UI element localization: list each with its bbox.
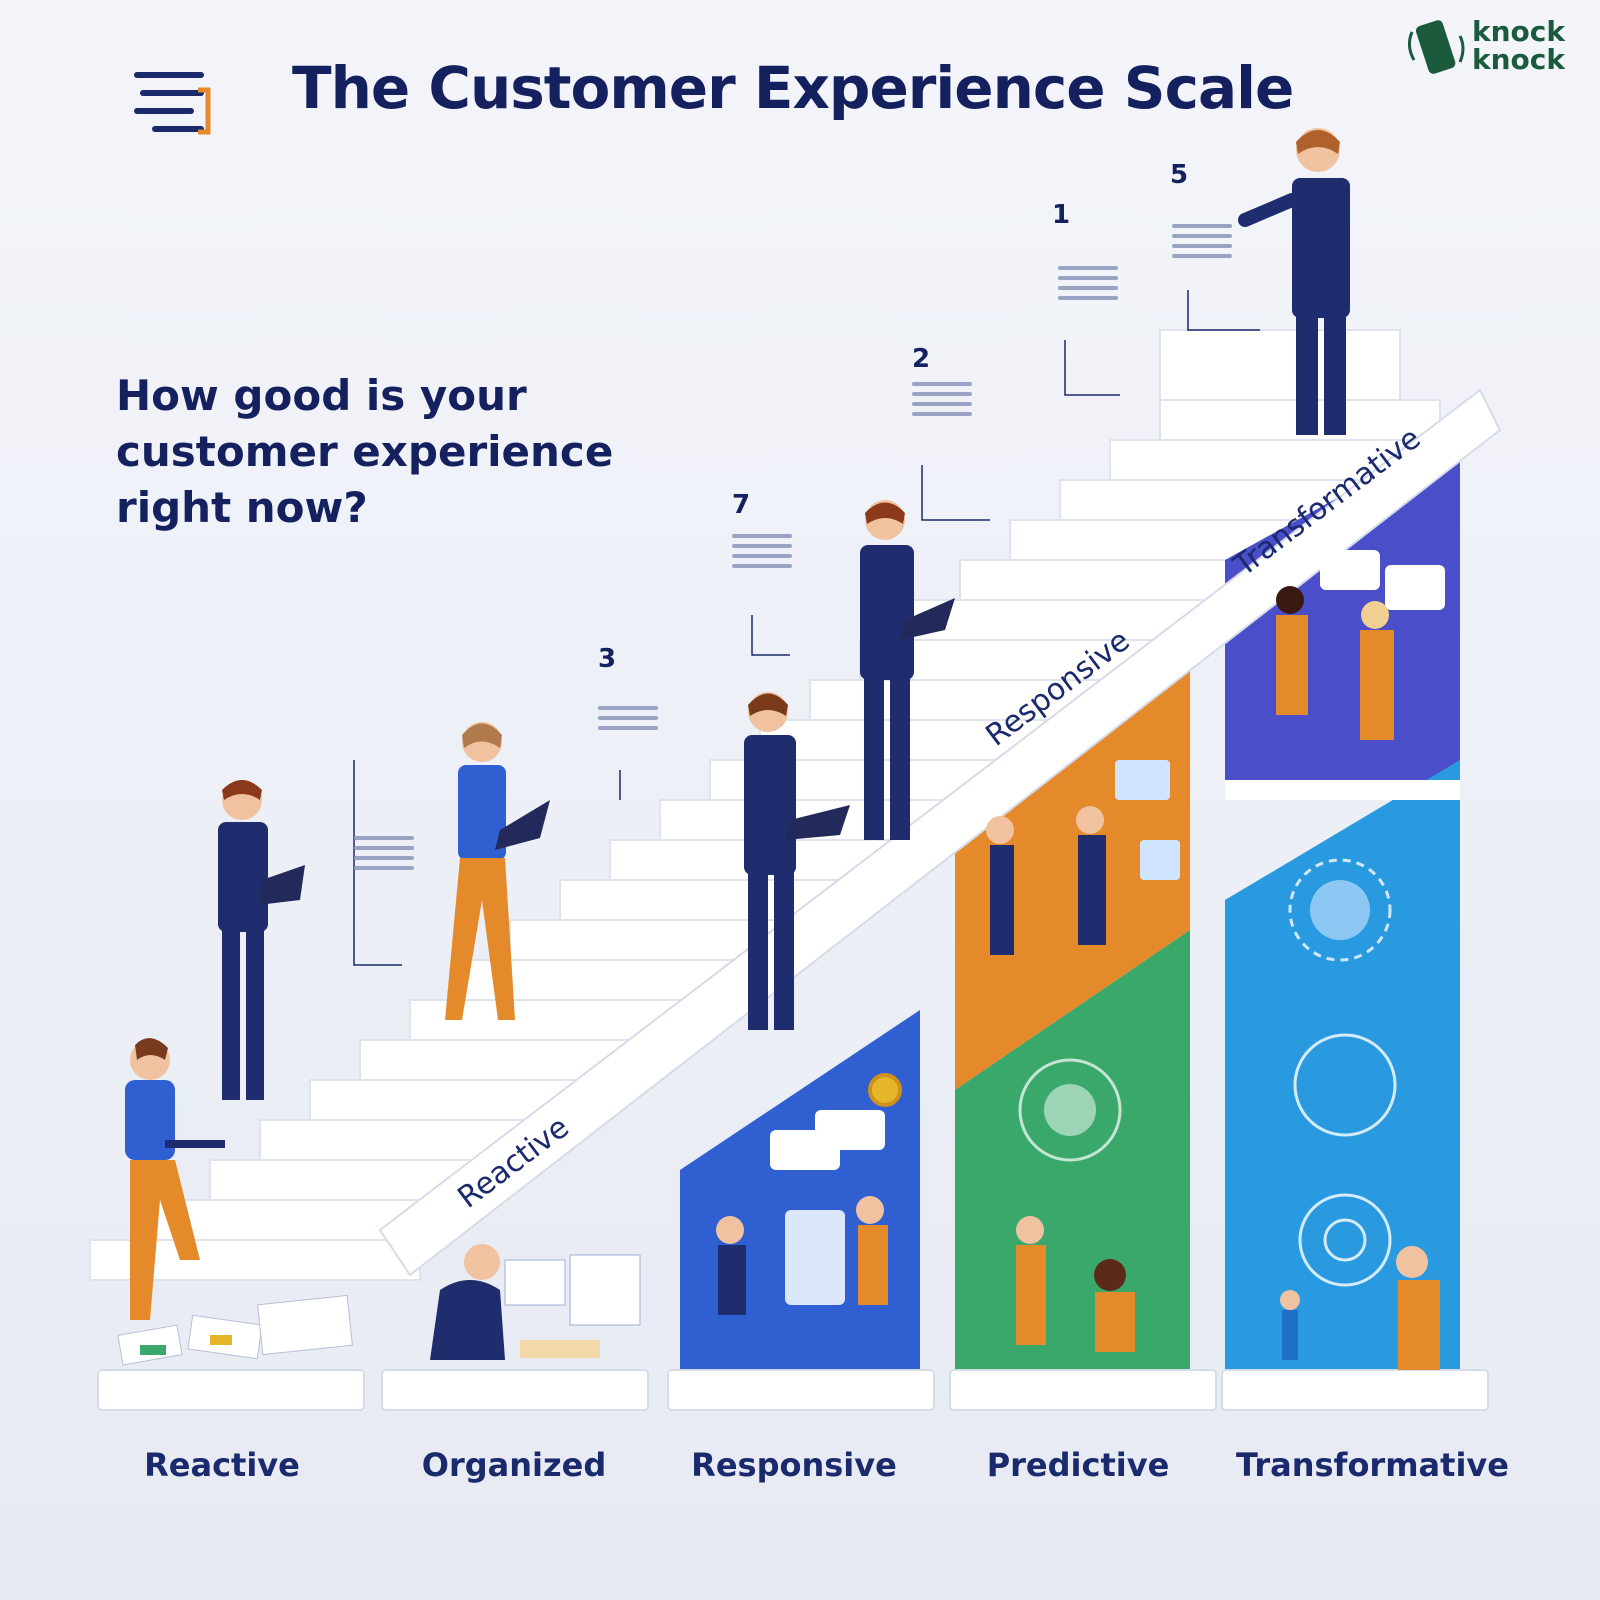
stage-panels	[680, 430, 1460, 1370]
step-number-7: 7	[732, 490, 751, 520]
panel-scene-organized	[430, 1244, 641, 1360]
stage-label-organized: Organized	[421, 1446, 607, 1484]
brand-wordmark: knock knock	[1472, 18, 1565, 74]
callout-block-5	[1172, 218, 1232, 264]
stage-label-reactive: Reactive	[144, 1446, 300, 1484]
step-number-1: 1	[1052, 200, 1071, 230]
brand-line-1: knock	[1472, 15, 1566, 48]
figure-reactive-woman	[125, 1038, 225, 1320]
figure-responsive-man	[744, 692, 850, 1030]
figure-organized-woman	[445, 722, 550, 1020]
figure-predictive-man	[860, 500, 955, 840]
page-title: The Customer Experience Scale	[292, 54, 1294, 122]
callout-block-2	[912, 376, 972, 422]
step-number-5: 5	[1170, 160, 1189, 190]
brand-line-2: knock	[1472, 43, 1566, 76]
callout-block-1	[1058, 260, 1118, 306]
scattered-papers	[117, 1294, 353, 1366]
callout-block-3	[598, 700, 658, 736]
base-platforms	[97, 1369, 1489, 1411]
progress-ribbon	[378, 388, 1502, 1277]
step-number-3: 3	[598, 644, 617, 674]
menu-lines-icon	[134, 72, 211, 135]
panel-scene-transformative	[1276, 550, 1445, 1370]
callout-block-reactive	[354, 830, 414, 876]
stage-label-responsive: Responsive	[691, 1446, 897, 1484]
callout-leaders	[353, 290, 1260, 966]
figure-transformative-man	[1238, 128, 1350, 435]
callout-block-7	[732, 528, 792, 574]
stage-label-predictive: Predictive	[986, 1446, 1170, 1484]
headline-question: How good is your customer experience rig…	[116, 371, 614, 532]
stage-label-transformative: Transformative	[1236, 1446, 1509, 1484]
panel-scene-predictive	[986, 760, 1180, 1352]
panel-scene-responsive	[716, 1073, 902, 1315]
phone-logo-icon	[1407, 20, 1465, 74]
step-number-2: 2	[912, 344, 931, 374]
figure-reactive-man	[218, 780, 305, 1100]
